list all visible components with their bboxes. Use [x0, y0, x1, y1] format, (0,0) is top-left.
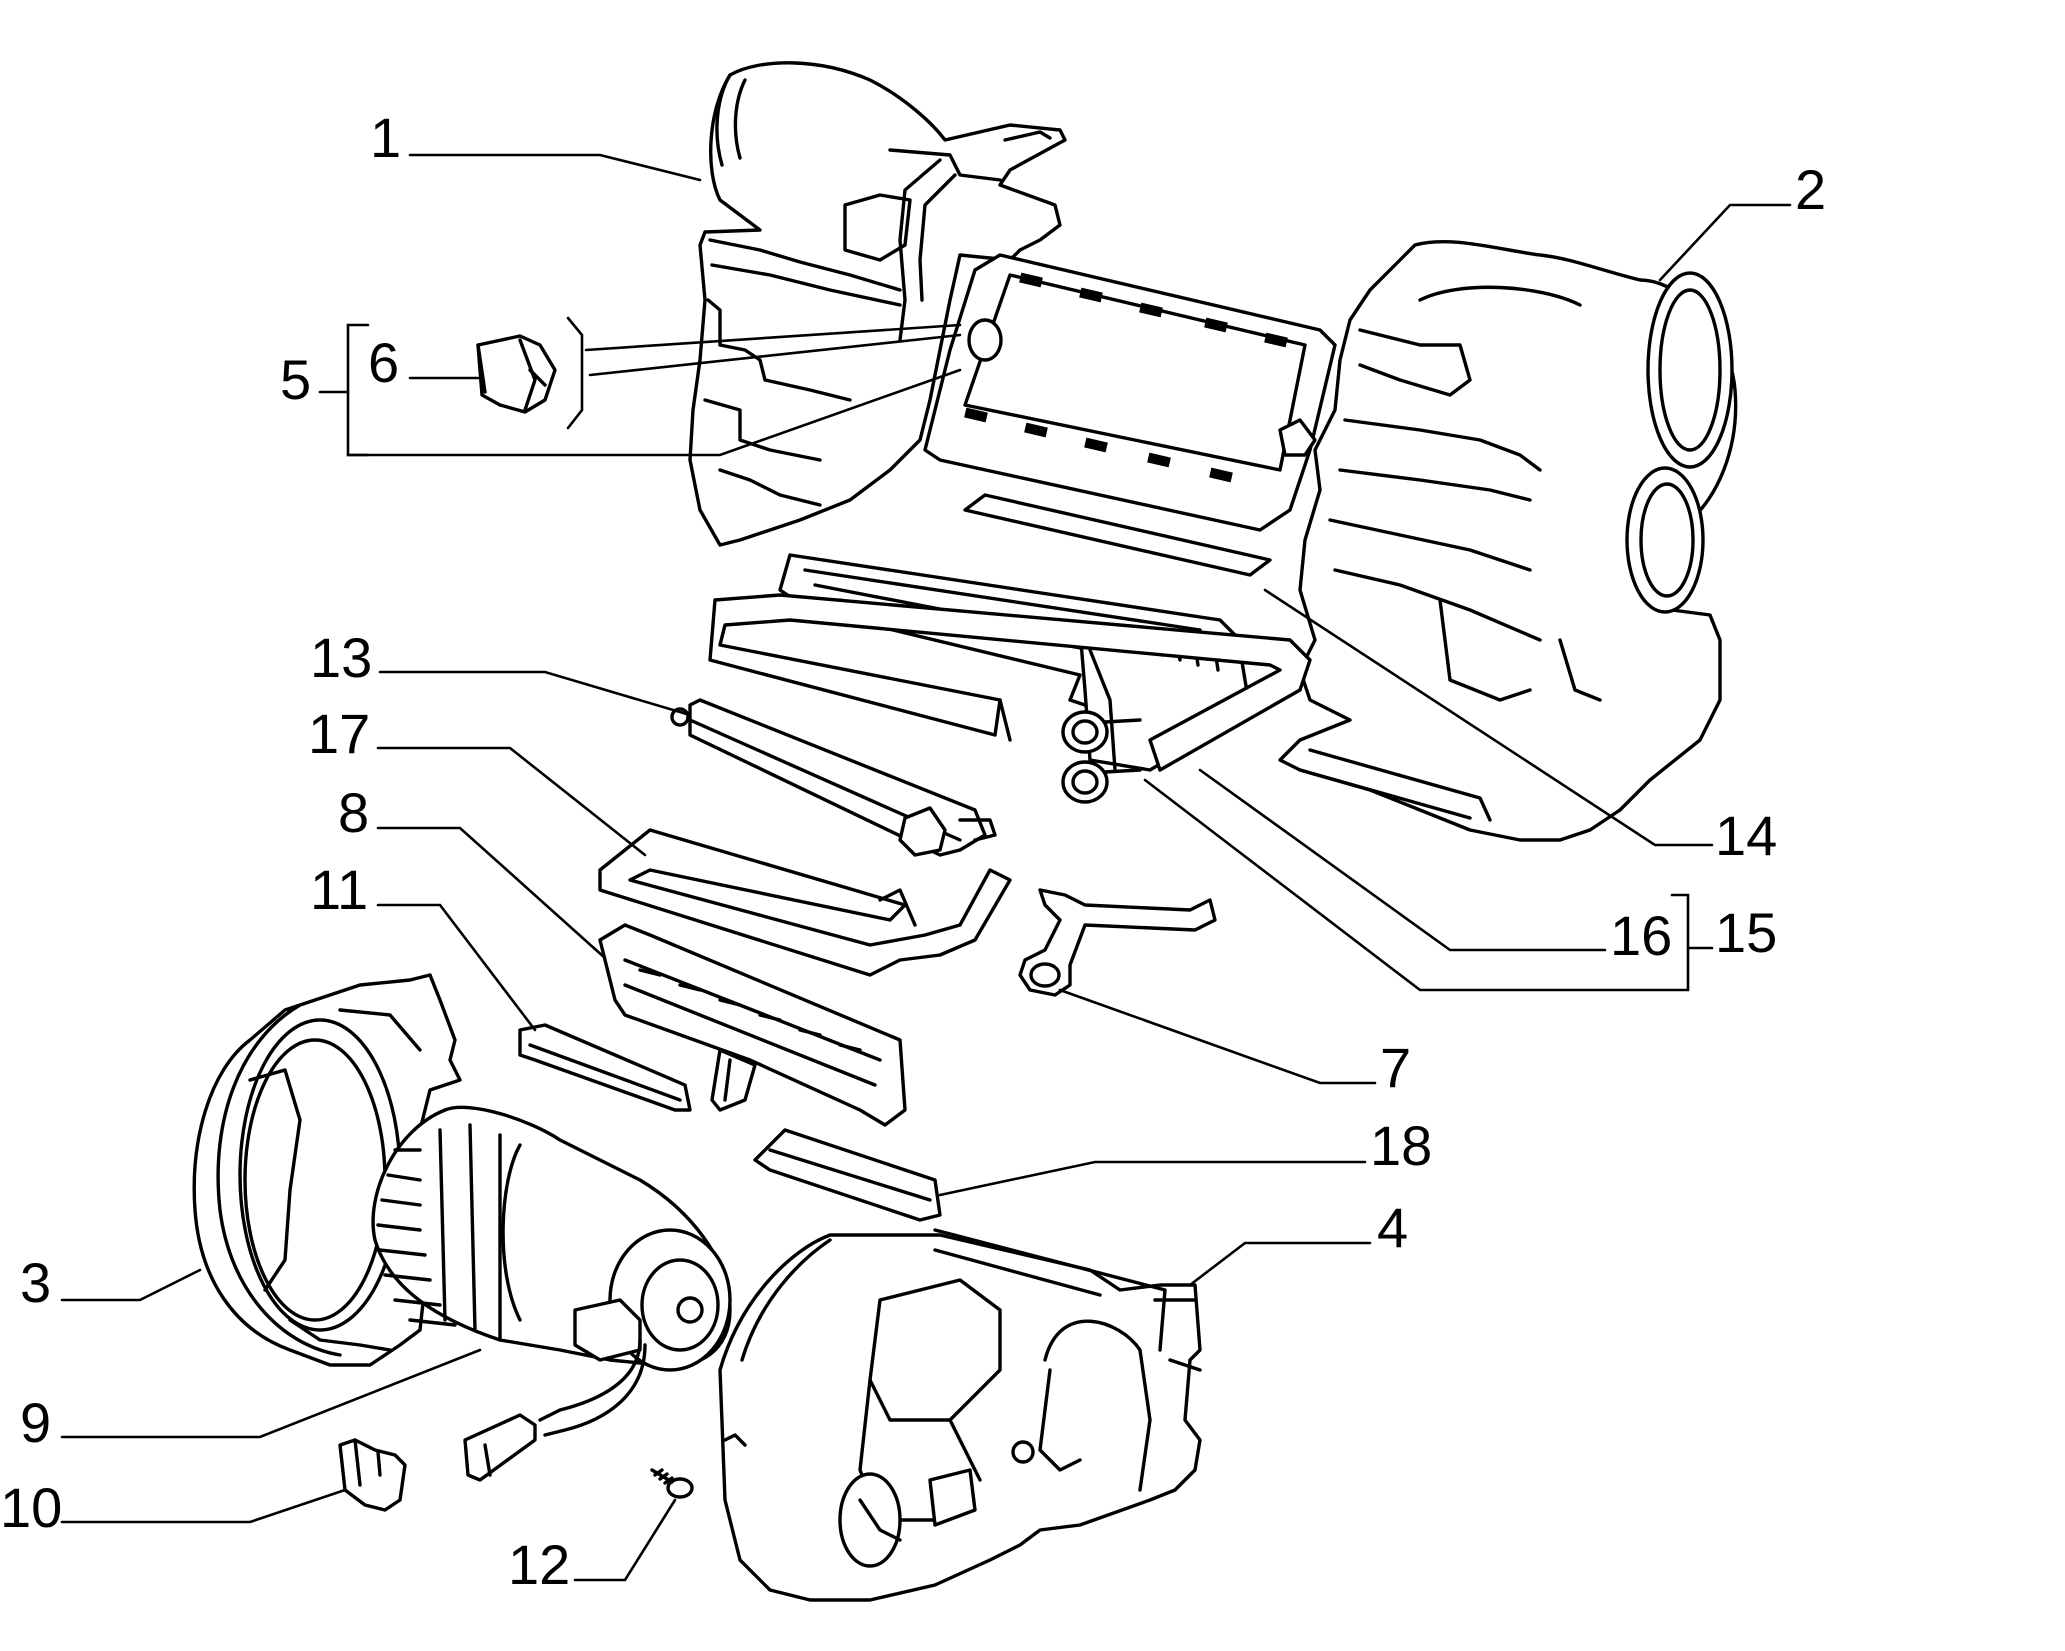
callout-15: 15 — [1715, 901, 1778, 964]
leader-18 — [938, 1160, 1367, 1197]
part-11-vane — [518, 1023, 692, 1112]
callout-13: 13 — [310, 626, 373, 689]
callout-2: 2 — [1795, 158, 1827, 221]
part-2-upper-housing-right — [1278, 239, 1738, 842]
leader-14 — [1263, 588, 1714, 847]
part-13-flap — [670, 698, 997, 857]
leader-8 — [376, 826, 607, 960]
leader-4 — [1188, 1241, 1372, 1287]
leader-16 — [1198, 768, 1607, 952]
leader-3 — [60, 1268, 202, 1302]
part-6-clip — [476, 334, 557, 414]
leader-7 — [1058, 988, 1377, 1085]
callout-14: 14 — [1715, 804, 1778, 867]
callout-18: 18 — [1370, 1114, 1433, 1177]
callout-7: 7 — [1380, 1036, 1412, 1099]
callout-3: 3 — [20, 1251, 52, 1314]
bracket-5 — [346, 323, 370, 457]
leader-1 — [408, 153, 702, 182]
callout-10: 10 — [0, 1476, 63, 1539]
leader-10 — [60, 1488, 347, 1524]
leader-12 — [573, 1498, 677, 1582]
part-7-lever — [1018, 888, 1217, 997]
part-1-upper-housing-left — [688, 61, 1067, 547]
leader-11 — [376, 903, 537, 1032]
leader-5-c — [346, 368, 962, 457]
leader-5-b — [588, 333, 962, 377]
callout-12: 12 — [508, 1533, 571, 1596]
part-18-small-flap — [753, 1128, 942, 1222]
callout-6: 6 — [368, 331, 400, 394]
part-14-air-flap — [923, 253, 1337, 577]
callout-1: 1 — [370, 106, 402, 169]
leader-2 — [1658, 203, 1792, 282]
callout-8: 8 — [338, 781, 370, 844]
part-9-blower-motor — [371, 1105, 732, 1482]
leader-5-a — [584, 323, 962, 352]
part-10-clip — [338, 1438, 407, 1512]
leader-lines — [60, 153, 1792, 1582]
callout-17: 17 — [308, 702, 371, 765]
part-12-screw — [650, 1468, 694, 1499]
leader-13 — [378, 670, 692, 717]
leader-17 — [376, 746, 647, 857]
part-17-flap-frame — [598, 828, 1012, 977]
callout-9: 9 — [20, 1391, 52, 1454]
part-8-flap-shaft — [598, 923, 907, 1127]
bracket-5b — [566, 316, 584, 430]
callout-16: 16 — [1610, 904, 1673, 967]
callout-5: 5 — [280, 348, 312, 411]
callout-11: 11 — [310, 858, 369, 921]
part-4-lower-cover — [718, 1228, 1202, 1602]
callout-4: 4 — [1377, 1196, 1409, 1259]
part-16-seal-frame — [708, 593, 1312, 772]
leader-9 — [60, 1348, 482, 1439]
bracket-15 — [1143, 778, 1690, 992]
